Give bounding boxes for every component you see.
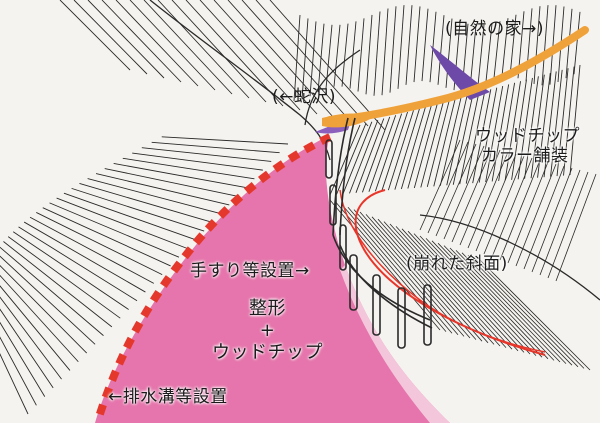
drainage-dashes — [94, 133, 332, 422]
label-woodchip-line1: ウッドチップ — [475, 126, 580, 146]
path-area — [95, 135, 450, 423]
label-center-line1: 整形 — [249, 298, 286, 319]
label-center-line2: + — [259, 319, 276, 341]
label-snake-stream: (←蛇沢) — [272, 87, 337, 107]
path-edge-shadow — [340, 265, 450, 423]
label-woodchip-color: ウッドチップ カラー舗装 — [475, 126, 580, 166]
label-woodchip-line2: カラー舗装 — [481, 145, 569, 166]
label-collapsed-slope: (崩れた斜面) — [406, 254, 508, 274]
label-drainage: ←排水溝等設置 — [108, 387, 228, 407]
handrail-fence — [325, 117, 433, 349]
label-nature-house: (自然の家→) — [445, 19, 545, 39]
label-center-line3: ウッドチップ — [212, 341, 323, 363]
label-handrail: 手すり等設置→ — [190, 261, 310, 281]
collapsed-slope-inner-line — [339, 189, 546, 353]
label-center-note: 整形 + ウッドチップ — [212, 298, 323, 364]
